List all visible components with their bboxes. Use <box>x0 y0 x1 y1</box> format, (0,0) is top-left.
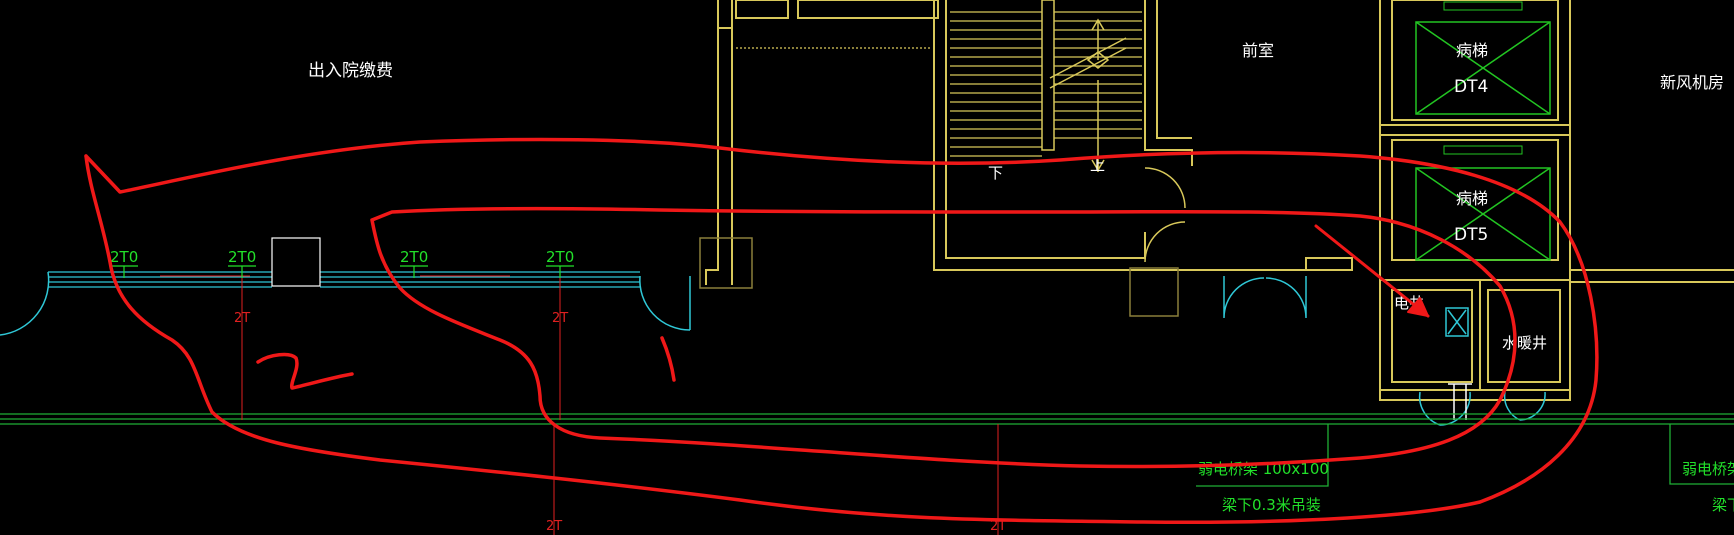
door-shaft-electrical <box>1418 391 1471 426</box>
elevators <box>1415 1 1551 261</box>
door-front-room-2 <box>1144 221 1186 263</box>
room-label-fresh-air-room: 新风机房 <box>1660 73 1724 92</box>
cable-tray-note-2-line1: 弱电桥架 4 <box>1682 460 1734 478</box>
axis-lines: 2T 2T 2T 2T <box>160 268 1006 535</box>
door-shaft-water <box>1503 391 1546 421</box>
wall-stair-right <box>1144 0 1193 166</box>
wall-elevator-block <box>1379 0 1571 401</box>
markup-loop-outer <box>84 137 1599 525</box>
elevator-code-DT4: DT4 <box>1454 77 1488 97</box>
valve-symbol-icon <box>1445 307 1472 420</box>
elevator-DT4 <box>1415 1 1551 115</box>
cable-tray-leader-2 <box>1669 424 1734 485</box>
elevator-DT5 <box>1415 145 1551 261</box>
stair-label-down: 下 <box>988 164 1003 182</box>
door-swing-corridor-right <box>639 275 691 331</box>
door-frame-box-2 <box>699 237 753 289</box>
room-label-billing-hall: 出入院缴费 <box>308 61 393 81</box>
door-front-room-1 <box>1144 167 1186 209</box>
elevator-label-DT4: 病梯 <box>1456 41 1488 60</box>
elevator-code-DT5: DT5 <box>1454 225 1488 245</box>
door-frame-box-1 <box>1129 267 1179 317</box>
elevator-shaft-frame-1 <box>1391 0 1559 121</box>
elevator-cross-b <box>1415 21 1551 115</box>
markup-arrow-head <box>1407 297 1429 317</box>
cable-tray-leader-1 <box>1196 424 1329 487</box>
equipment-tag-label: 2T0 <box>546 248 574 266</box>
elevator-cross-b <box>1415 167 1551 261</box>
stair-arrow-left <box>1086 51 1110 69</box>
glazing-partitions <box>48 237 640 288</box>
equipment-tag-label: 2T0 <box>228 248 256 266</box>
wall-top-left-column <box>717 0 733 29</box>
wall-vertical-left-1 <box>705 28 719 285</box>
stair-label-up: 上 <box>1090 156 1105 174</box>
wall-stair-right-2 <box>1156 0 1192 139</box>
markup-arrow-shaft <box>1314 224 1430 318</box>
equipment-tags: 2T0 2T0 2T0 2T0 <box>110 248 574 278</box>
glazing-left <box>48 271 272 288</box>
equipment-tag-label: 2T0 <box>110 248 138 266</box>
walls <box>705 0 1734 401</box>
shaft-inner-electrical <box>1391 289 1473 383</box>
stair-break-line <box>1049 37 1127 89</box>
wall-top-box-2 <box>797 0 939 19</box>
markup-number-2 <box>256 352 354 390</box>
markup-number-1 <box>660 336 676 382</box>
glazing-middle <box>320 271 640 288</box>
wall-stair-inner <box>945 0 1146 259</box>
wall-elevator-divider <box>1380 124 1570 136</box>
wall-right-corridor <box>1570 269 1734 283</box>
axis-label: 2T <box>552 311 568 326</box>
cable-tray-notes: 弱电桥架 100x100 梁下0.3米吊装 弱电桥架 4 梁下 <box>1198 460 1734 514</box>
equipment-tag-label: 2T0 <box>400 248 428 266</box>
wall-stair-enclosure <box>933 0 1352 271</box>
wall-corridor-right <box>1305 257 1353 271</box>
column-box-1 <box>271 237 321 287</box>
door-swing-left-edge <box>0 271 50 336</box>
elevator-door-DT5 <box>1443 145 1523 155</box>
room-label-water-heating-shaft: 水暖井 <box>1502 334 1547 352</box>
valve-frame <box>1445 307 1469 337</box>
axis-label: 2T <box>546 519 562 534</box>
stair-handrail <box>1041 0 1055 151</box>
elevator-door-DT4 <box>1443 1 1523 11</box>
stair-arrows <box>1049 18 1127 172</box>
hand-markup <box>84 137 1599 525</box>
axis-label: 2T <box>990 519 1006 534</box>
door-double-corridor <box>1223 276 1307 319</box>
axis-label: 2T <box>234 311 250 326</box>
doors <box>0 167 1546 426</box>
room-label-front-room: 前室 <box>1242 41 1274 60</box>
cable-tray-note-2-line2: 梁下 <box>1712 496 1734 514</box>
wall-top-box-1 <box>735 0 789 19</box>
stair-arrow-up <box>1091 18 1105 60</box>
markup-loop-inner <box>370 206 1517 469</box>
shaft-inner-water <box>1487 289 1561 383</box>
valve-bowtie <box>1447 309 1467 335</box>
wall-shafts-bottom <box>1380 279 1570 391</box>
elevator-label-DT5: 病梯 <box>1456 189 1488 208</box>
cable-tray-note-1-line2: 梁下0.3米吊装 <box>1222 496 1321 514</box>
stair-treads <box>950 0 1142 157</box>
cable-tray <box>0 413 1734 487</box>
elevator-car-DT4 <box>1415 21 1551 115</box>
